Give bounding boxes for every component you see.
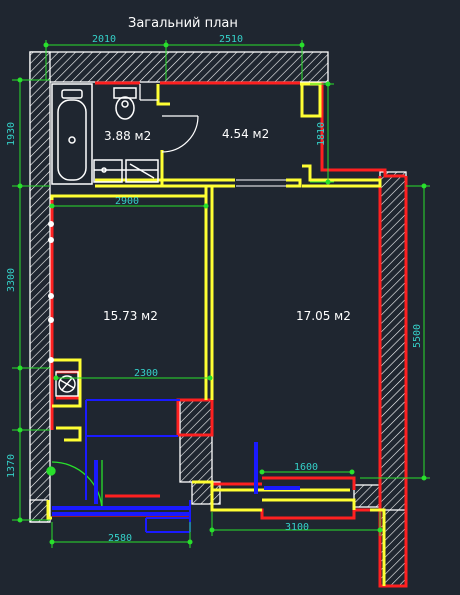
bathroom-door xyxy=(161,115,199,153)
dim-left-bottom: 1370 xyxy=(6,454,17,478)
boiler xyxy=(55,371,79,397)
dim-left-room: 3300 xyxy=(6,268,17,292)
sink xyxy=(139,84,158,101)
blue-walls xyxy=(52,442,300,516)
dim-left-bath: 1930 xyxy=(6,122,17,146)
dim-balcony-width: 1600 xyxy=(294,462,318,473)
dimension-lines xyxy=(12,40,430,548)
plan-title: Загальний план xyxy=(128,16,238,31)
openings xyxy=(236,179,286,187)
dim-room-width: 2900 xyxy=(115,196,139,207)
dim-bottom-right: 3100 xyxy=(285,522,309,533)
toilet xyxy=(113,87,137,120)
yellow-walls xyxy=(46,82,386,586)
entry-door xyxy=(46,460,103,511)
bathtub xyxy=(51,83,93,185)
washing-machine xyxy=(93,159,159,183)
dim-top-right: 2510 xyxy=(219,34,243,45)
dim-right-bath: 1810 xyxy=(316,122,327,146)
area-corridor: 4.54 м2 xyxy=(222,127,269,141)
dim-top-left: 2010 xyxy=(92,34,116,45)
sockets xyxy=(48,221,54,363)
area-bathroom: 3.88 м2 xyxy=(104,129,151,143)
area-room-left: 15.73 м2 xyxy=(103,309,158,323)
dim-right-room: 5500 xyxy=(412,324,423,348)
structural-walls xyxy=(29,51,407,587)
dim-hall-width: 2300 xyxy=(134,368,158,379)
dim-bottom-left: 2580 xyxy=(108,533,132,544)
area-room-right: 17.05 м2 xyxy=(296,309,351,323)
